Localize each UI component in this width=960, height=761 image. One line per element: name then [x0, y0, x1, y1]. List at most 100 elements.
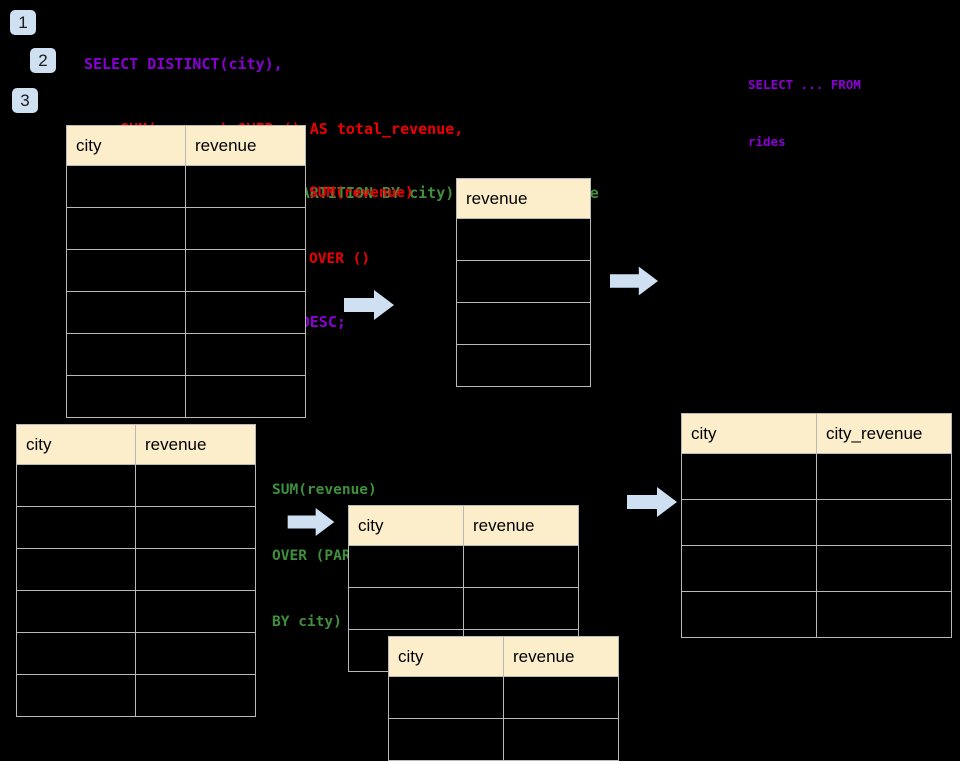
table-row	[16, 506, 256, 549]
cell-city	[16, 506, 136, 549]
arrow-partition-to-final	[627, 487, 677, 517]
cell-city-revenue	[816, 453, 952, 500]
cell-city	[681, 499, 817, 546]
table-row	[16, 632, 256, 675]
cell-revenue	[135, 674, 256, 717]
table-header-row: revenue	[456, 178, 591, 219]
column-header-city: city	[348, 505, 464, 546]
diagram-canvas: 1 2 3 SELECT DISTINCT(city), SUM(revenue…	[10, 10, 952, 761]
arrow-total-to-final	[610, 266, 658, 296]
column-header-revenue: revenue	[185, 125, 306, 166]
table-row	[348, 587, 579, 630]
table-row	[66, 333, 306, 376]
cell-city	[66, 333, 186, 376]
cell-city	[66, 165, 186, 208]
table-header-row: city revenue	[388, 636, 619, 677]
cell-city	[681, 453, 817, 500]
cell-city	[348, 545, 464, 588]
table-row	[66, 207, 306, 250]
cell-revenue	[185, 375, 306, 418]
table-header-row: city revenue	[66, 125, 306, 166]
cell-revenue	[503, 718, 619, 761]
column-header-city: city	[66, 125, 186, 166]
table-row	[388, 676, 619, 719]
cell-city	[681, 545, 817, 592]
cell-city	[66, 207, 186, 250]
column-header-revenue: revenue	[456, 178, 591, 219]
cell-city	[16, 632, 136, 675]
annotation-total-revenue-line-2: OVER ()	[309, 251, 371, 267]
cell-city	[16, 674, 136, 717]
cell-revenue	[135, 464, 256, 507]
table-total-revenue-result: revenue	[456, 178, 591, 387]
cell-revenue	[135, 548, 256, 591]
table-row	[681, 499, 952, 546]
cell-city	[16, 548, 136, 591]
annotation-city-revenue-line-3: BY city)	[272, 614, 342, 630]
annotation-city-revenue-line-1: SUM(revenue)	[272, 482, 377, 498]
cell-revenue	[456, 302, 591, 345]
annotation-total-revenue: SUM(revenue) OVER ()	[309, 138, 414, 314]
table-row	[66, 249, 306, 292]
cell-city	[66, 291, 186, 334]
table-row	[16, 674, 256, 717]
annotation-total-revenue-line-1: SUM(revenue)	[309, 185, 414, 201]
cell-revenue	[463, 545, 579, 588]
table-row	[66, 375, 306, 418]
column-header-city: city	[388, 636, 504, 677]
step-badge-3: 3	[12, 88, 38, 113]
cell-city	[681, 591, 817, 638]
table-row	[66, 291, 306, 334]
cell-city	[388, 676, 504, 719]
table-row	[66, 165, 306, 208]
cell-city	[16, 590, 136, 633]
table-final-result: city city_revenue	[681, 413, 952, 638]
table-row	[681, 545, 952, 592]
column-header-city: city	[681, 413, 817, 454]
cell-revenue	[185, 249, 306, 292]
step-badge-2: 2	[30, 48, 56, 73]
cell-city	[388, 718, 504, 761]
step-badge-1: 1	[10, 10, 36, 35]
column-header-city-revenue: city_revenue	[816, 413, 952, 454]
cell-city-revenue	[816, 591, 952, 638]
cell-revenue	[456, 218, 591, 261]
side-note-line-1: SELECT ... FROM	[748, 77, 861, 92]
arrow-source-to-partition	[287, 508, 335, 536]
cell-city	[348, 587, 464, 630]
cell-revenue	[135, 506, 256, 549]
cell-revenue	[185, 291, 306, 334]
table-row	[16, 590, 256, 633]
table-rides-source-bottom: city revenue	[16, 424, 256, 717]
sql-line-select: SELECT DISTINCT(city),	[84, 55, 283, 73]
column-header-city: city	[16, 424, 136, 465]
table-header-row: city city_revenue	[681, 413, 952, 454]
table-rides-source-top: city revenue	[66, 125, 306, 418]
cell-revenue	[456, 344, 591, 387]
table-row	[681, 453, 952, 500]
cell-revenue	[456, 260, 591, 303]
cell-city-revenue	[816, 545, 952, 592]
cell-city-revenue	[816, 499, 952, 546]
table-row	[388, 718, 619, 761]
table-row	[16, 548, 256, 591]
cell-revenue	[185, 333, 306, 376]
table-header-row: city revenue	[16, 424, 256, 465]
arrow-source-to-total	[344, 290, 394, 320]
cell-city	[66, 249, 186, 292]
table-header-row: city revenue	[348, 505, 579, 546]
cell-revenue	[135, 590, 256, 633]
table-row	[456, 344, 591, 387]
table-row	[16, 464, 256, 507]
table-partition-group-front: city revenue	[388, 636, 619, 761]
column-header-revenue: revenue	[503, 636, 619, 677]
cell-city	[66, 375, 186, 418]
table-row	[348, 545, 579, 588]
cell-city	[16, 464, 136, 507]
cell-revenue	[135, 632, 256, 675]
table-row	[681, 591, 952, 638]
side-note-select-from: SELECT ... FROM rides	[748, 37, 861, 189]
cell-revenue	[185, 207, 306, 250]
cell-revenue	[503, 676, 619, 719]
cell-revenue	[185, 165, 306, 208]
